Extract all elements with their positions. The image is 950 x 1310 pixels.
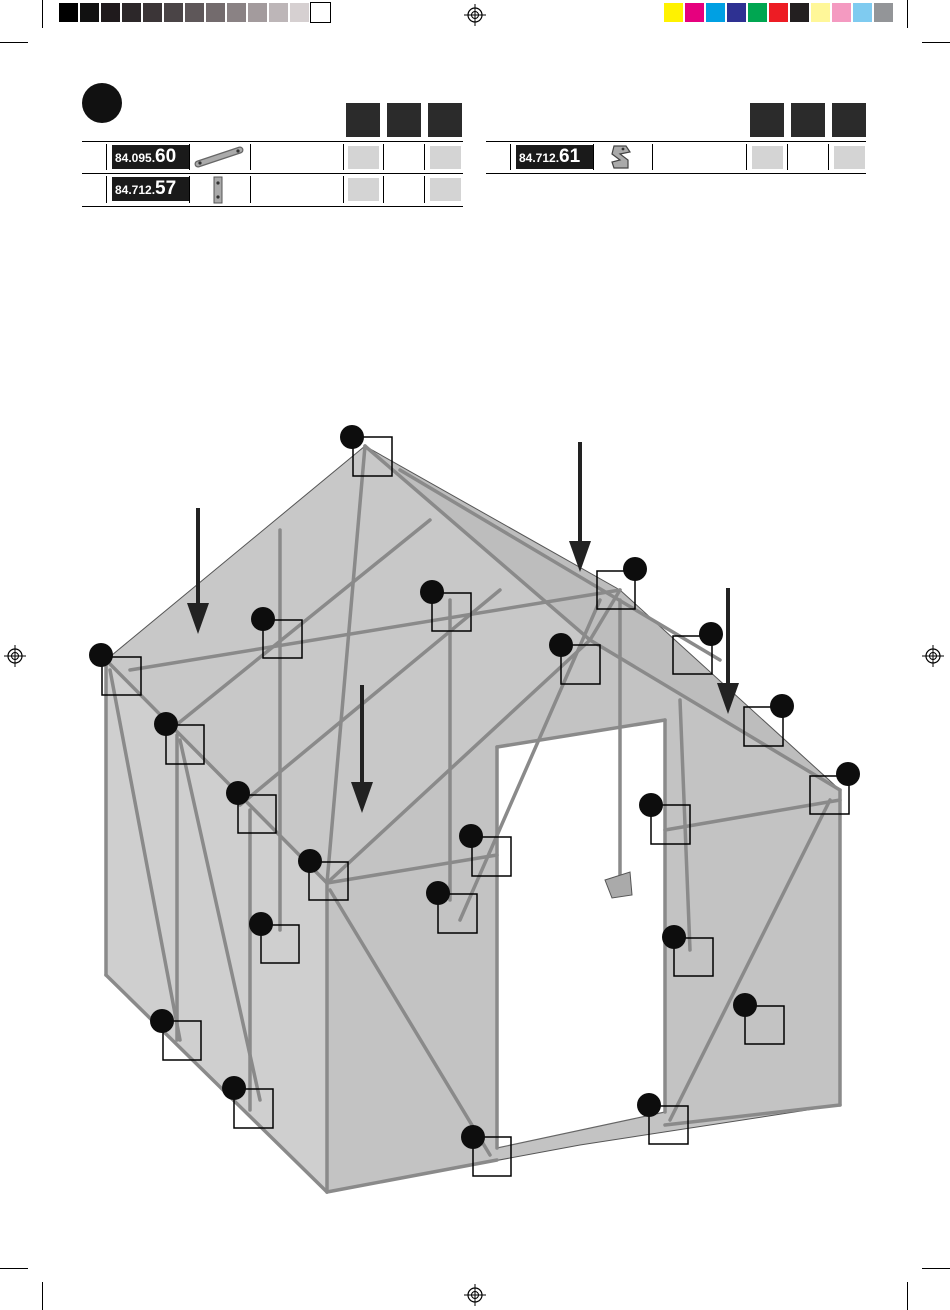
greenhouse-frame-illustration bbox=[0, 0, 950, 1310]
